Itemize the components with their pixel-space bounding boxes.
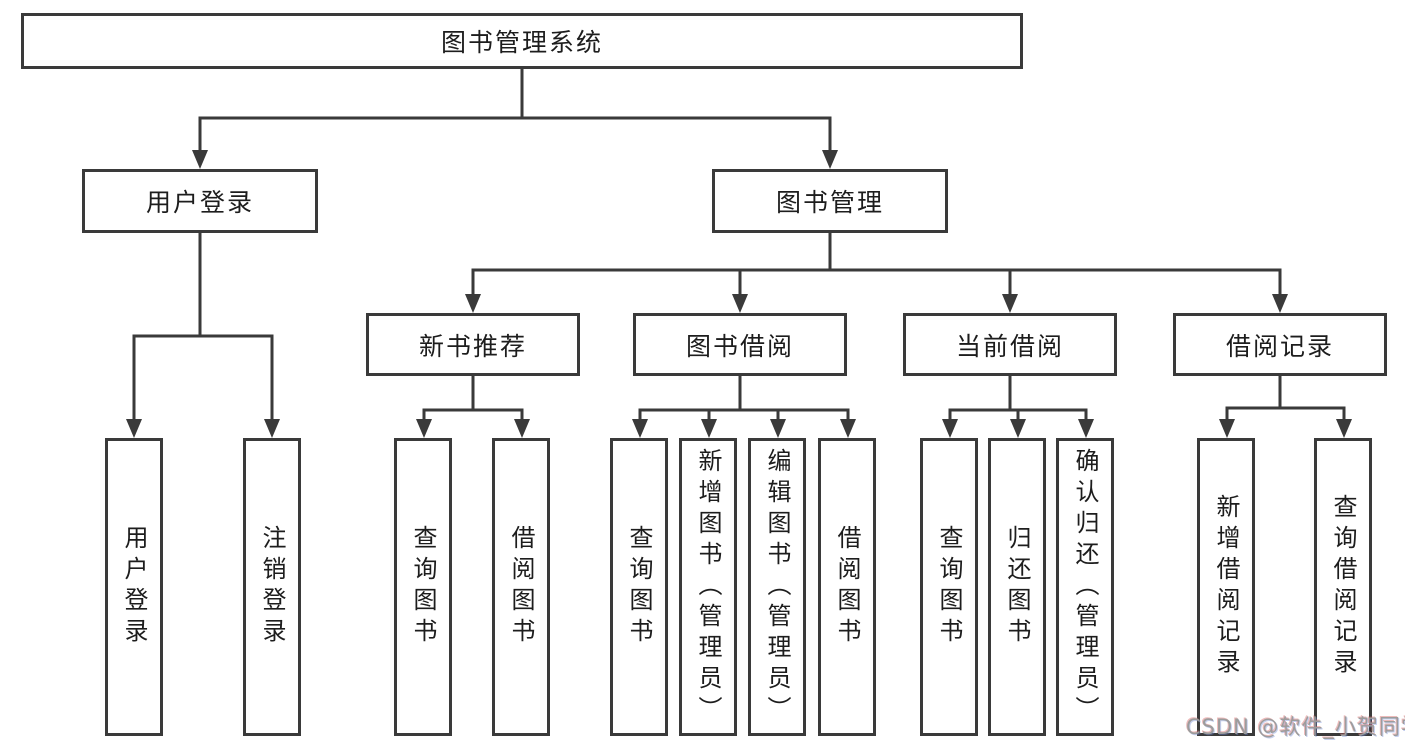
node-label: 确认归还（管理员） bbox=[1071, 447, 1099, 727]
leaf-borrow-book: 借阅图书 bbox=[818, 438, 876, 736]
node-label: 用户登录 bbox=[120, 525, 148, 649]
node-label: 注销登录 bbox=[258, 525, 286, 649]
node-label: 查询图书 bbox=[409, 525, 437, 649]
arrowhead-down-icon bbox=[126, 419, 142, 438]
arrowhead-down-icon bbox=[822, 150, 838, 169]
node-label: 图书管理系统 bbox=[440, 28, 603, 57]
node-label: 归还图书 bbox=[1003, 525, 1031, 649]
node-label: 查询图书 bbox=[935, 525, 963, 649]
node-label: 借阅图书 bbox=[833, 525, 861, 649]
node-label: 编辑图书（管理员） bbox=[763, 447, 791, 727]
arrowhead-down-icon bbox=[1010, 419, 1026, 438]
arrowhead-down-icon bbox=[514, 419, 530, 438]
leaf-query-books-recommend: 查询图书 bbox=[394, 438, 452, 736]
node-label: 图书借阅 bbox=[685, 331, 794, 361]
node-label: 查询图书 bbox=[625, 525, 653, 649]
arrowhead-down-icon bbox=[632, 419, 648, 438]
arrowhead-down-icon bbox=[465, 294, 481, 313]
arrowhead-down-icon bbox=[416, 419, 432, 438]
leaf-borrow-book-recommend: 借阅图书 bbox=[492, 438, 550, 736]
node-user-login: 用户登录 bbox=[82, 169, 318, 233]
arrowhead-down-icon bbox=[1002, 294, 1018, 313]
leaf-query-borrow-record: 查询借阅记录 bbox=[1314, 438, 1372, 736]
arrowhead-down-icon bbox=[732, 294, 748, 313]
arrowhead-down-icon bbox=[1219, 419, 1235, 438]
arrowhead-down-icon bbox=[942, 419, 958, 438]
node-label: 新增图书（管理员） bbox=[694, 447, 722, 727]
node-label: 新书推荐 bbox=[418, 331, 527, 361]
leaf-add-borrow-record: 新增借阅记录 bbox=[1197, 438, 1255, 736]
arrowhead-down-icon bbox=[192, 150, 208, 169]
leaf-confirm-return-admin: 确认归还（管理员） bbox=[1056, 438, 1114, 736]
leaf-query-books-borrow: 查询图书 bbox=[610, 438, 668, 736]
arrowhead-down-icon bbox=[1336, 419, 1352, 438]
node-label: 借阅记录 bbox=[1225, 331, 1334, 361]
leaf-query-books-current: 查询图书 bbox=[920, 438, 978, 736]
leaf-user-login: 用户登录 bbox=[105, 438, 163, 736]
arrowhead-down-icon bbox=[264, 419, 280, 438]
leaf-return-book: 归还图书 bbox=[988, 438, 1046, 736]
node-book-management: 图书管理 bbox=[712, 169, 948, 233]
node-label: 当前借阅 bbox=[955, 331, 1064, 361]
arrowhead-down-icon bbox=[1078, 419, 1094, 438]
arrowhead-down-icon bbox=[1272, 294, 1288, 313]
node-book-borrowing: 图书借阅 bbox=[633, 313, 847, 376]
node-borrowing-records: 借阅记录 bbox=[1173, 313, 1387, 376]
arrowhead-down-icon bbox=[701, 419, 717, 438]
node-label: 图书管理 bbox=[775, 188, 884, 217]
node-new-book-recommendation: 新书推荐 bbox=[366, 313, 580, 376]
leaf-add-book-admin: 新增图书（管理员） bbox=[679, 438, 737, 736]
csdn-watermark: CSDN @软件_小贺同学 bbox=[1186, 715, 1405, 739]
arrowhead-down-icon bbox=[840, 419, 856, 438]
leaf-logout: 注销登录 bbox=[243, 438, 301, 736]
node-library-management-system: 图书管理系统 bbox=[21, 13, 1023, 69]
node-label: 新增借阅记录 bbox=[1212, 494, 1240, 680]
arrowhead-down-icon bbox=[770, 419, 786, 438]
node-label: 借阅图书 bbox=[507, 525, 535, 649]
node-label: 查询借阅记录 bbox=[1329, 494, 1357, 680]
node-label: 用户登录 bbox=[145, 188, 254, 217]
leaf-edit-book-admin: 编辑图书（管理员） bbox=[748, 438, 806, 736]
node-current-borrowing: 当前借阅 bbox=[903, 313, 1117, 376]
